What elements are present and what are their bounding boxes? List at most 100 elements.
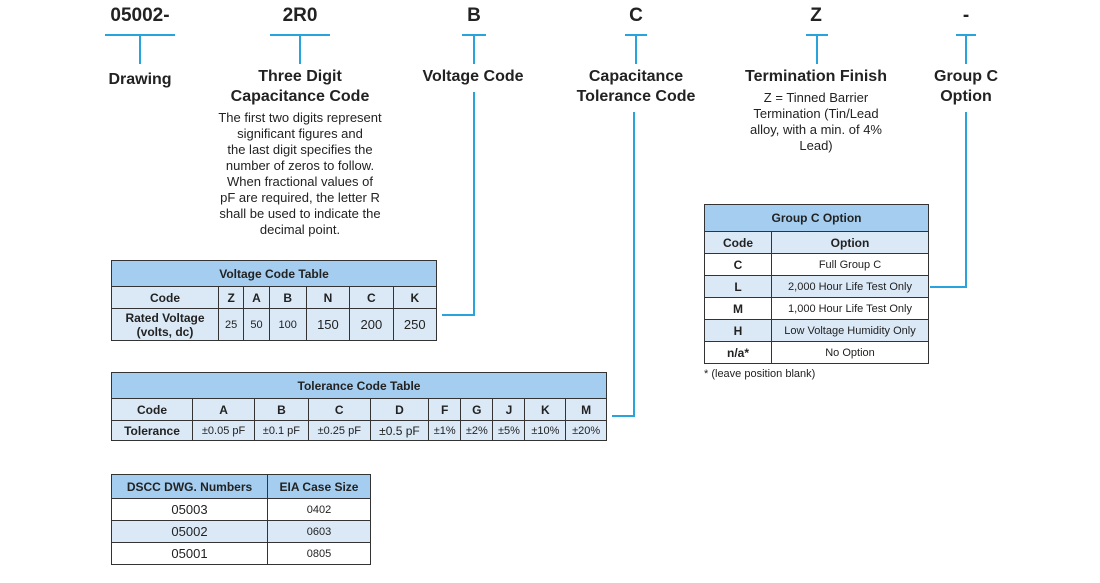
- tolerance-code-cell: K: [524, 398, 567, 421]
- connector-group-c-down: [965, 112, 967, 288]
- voltage-code-cell: C: [349, 286, 394, 309]
- desc-line: alloy, with a min. of 4%: [750, 122, 882, 137]
- label-group-c: Group C Option: [916, 67, 1016, 107]
- tolerance-code-cell: A: [191, 398, 256, 421]
- group-c-table-title: Group C Option: [704, 204, 929, 232]
- connector-group-c-to-table: [930, 286, 967, 288]
- connector-voltage-down: [473, 92, 475, 316]
- tolerance-code-cell: J: [492, 398, 526, 421]
- voltage-table-title: Voltage Code Table: [111, 260, 437, 287]
- label-termination: Termination Finish: [745, 68, 887, 85]
- label-tolerance: Capacitance Tolerance Code: [560, 67, 712, 107]
- connector-tolerance-top: [635, 34, 637, 64]
- voltage-code-cell: Z: [217, 286, 245, 309]
- tolerance-code-cell: G: [460, 398, 494, 421]
- case-size-cell: 0402: [267, 498, 371, 521]
- tolerance-value-cell: ±0.25 pF: [307, 420, 371, 441]
- tolerance-value-cell: ±1%: [428, 420, 462, 441]
- voltage-code-header: Code: [111, 286, 219, 309]
- code-drawing: 05002-: [110, 5, 170, 26]
- case-size-cell: 0603: [267, 520, 371, 543]
- desc-line: Termination (Tin/Lead: [753, 106, 879, 121]
- voltage-code-cell: B: [268, 286, 307, 309]
- tolerance-value-cell: ±0.5 pF: [369, 420, 430, 441]
- connector-tolerance-down: [633, 112, 635, 417]
- voltage-code-table: Voltage Code Table Code Z A B N C K Rate…: [111, 260, 438, 341]
- desc-line: shall be used to indicate the: [219, 206, 381, 221]
- voltage-value-cell: 150: [305, 308, 351, 341]
- voltage-value-cell: 25: [217, 308, 245, 341]
- group-c-footnote: * (leave position blank): [704, 368, 816, 380]
- desc-line: When fractional values of: [227, 174, 373, 189]
- label-group-c-line2: Option: [940, 88, 992, 105]
- desc-termination: Z = Tinned Barrier Termination (Tin/Lead…: [730, 90, 902, 154]
- voltage-code-cell: N: [305, 286, 351, 309]
- code-group-c: -: [962, 5, 970, 26]
- desc-line: number of zeros to follow.: [225, 158, 375, 173]
- voltage-code-cell: K: [392, 286, 438, 309]
- dwg-numbers-header: DSCC DWG. Numbers: [111, 474, 268, 499]
- voltage-code-cell: A: [243, 286, 270, 309]
- voltage-value-cell: 250: [392, 308, 438, 341]
- rated-voltage-line2: (volts, dc): [136, 324, 194, 339]
- case-size-cell: 0805: [267, 542, 371, 565]
- label-voltage: Voltage Code: [422, 68, 524, 85]
- label-capacitance-line1: Three Digit: [258, 68, 342, 85]
- label-group-c-line1: Group C: [934, 68, 998, 85]
- tolerance-value-cell: ±5%: [492, 420, 526, 441]
- tolerance-value-cell: ±0.1 pF: [254, 420, 309, 441]
- voltage-value-cell: 50: [243, 308, 270, 341]
- tolerance-code-cell: C: [307, 398, 371, 421]
- label-capacitance: Three Digit Capacitance Code: [200, 67, 400, 107]
- desc-line: Lead): [799, 138, 833, 153]
- dwg-number-cell: 05001: [111, 542, 268, 565]
- connector-voltage-top: [473, 34, 475, 64]
- tolerance-code-header: Code: [111, 398, 193, 421]
- group-c-code-cell: H: [704, 319, 772, 342]
- desc-line: Z = Tinned Barrier: [763, 90, 869, 105]
- tolerance-header: Tolerance: [111, 420, 193, 441]
- tolerance-code-cell: F: [428, 398, 462, 421]
- dwg-case-size-table: DSCC DWG. Numbers EIA Case Size 05003 04…: [111, 474, 371, 565]
- rated-voltage-line1: Rated Voltage: [125, 310, 205, 325]
- group-c-option-table: Group C Option Code Option C Full Group …: [704, 204, 929, 364]
- label-capacitance-line2: Capacitance Code: [230, 88, 370, 105]
- group-c-code-cell: M: [704, 297, 772, 320]
- connector-termination: [816, 34, 818, 64]
- code-termination: Z: [810, 5, 822, 26]
- group-c-option-cell: No Option: [771, 341, 929, 364]
- desc-capacitance: The first two digits represent significa…: [190, 110, 410, 238]
- voltage-value-cell: 100: [268, 308, 307, 341]
- label-tolerance-line2: Tolerance Code: [576, 88, 696, 105]
- group-c-option-cell: Low Voltage Humidity Only: [771, 319, 929, 342]
- label-tolerance-line1: Capacitance: [588, 68, 684, 85]
- connector-voltage-to-table: [442, 314, 475, 316]
- group-c-option-header: Option: [771, 231, 929, 254]
- code-voltage: B: [467, 5, 481, 26]
- group-c-option-cell: Full Group C: [771, 253, 929, 276]
- group-c-code-header: Code: [704, 231, 772, 254]
- code-tolerance: C: [629, 5, 643, 26]
- tolerance-value-cell: ±20%: [565, 420, 607, 441]
- group-c-option-cell: 2,000 Hour Life Test Only: [771, 275, 929, 298]
- desc-line: decimal point.: [259, 222, 341, 237]
- tolerance-code-cell: D: [369, 398, 430, 421]
- tolerance-code-cell: B: [254, 398, 309, 421]
- tolerance-code-table: Tolerance Code Table Code A B C D F G J …: [111, 372, 607, 441]
- code-capacitance: 2R0: [282, 5, 318, 26]
- group-c-code-cell: C: [704, 253, 772, 276]
- desc-line: significant figures and: [237, 126, 363, 141]
- dwg-number-cell: 05002: [111, 520, 268, 543]
- tolerance-value-cell: ±10%: [524, 420, 567, 441]
- connector-tolerance-to-table: [612, 415, 635, 417]
- label-drawing: Drawing: [108, 71, 172, 88]
- tolerance-code-cell: M: [565, 398, 607, 421]
- voltage-value-cell: 200: [349, 308, 394, 341]
- group-c-code-cell: n/a*: [704, 341, 772, 364]
- connector-capacitance: [299, 34, 301, 64]
- rated-voltage-header: Rated Voltage (volts, dc): [111, 308, 219, 341]
- dwg-number-cell: 05003: [111, 498, 268, 521]
- group-c-option-cell: 1,000 Hour Life Test Only: [771, 297, 929, 320]
- connector-group-c-top: [965, 34, 967, 64]
- case-size-header: EIA Case Size: [267, 474, 371, 499]
